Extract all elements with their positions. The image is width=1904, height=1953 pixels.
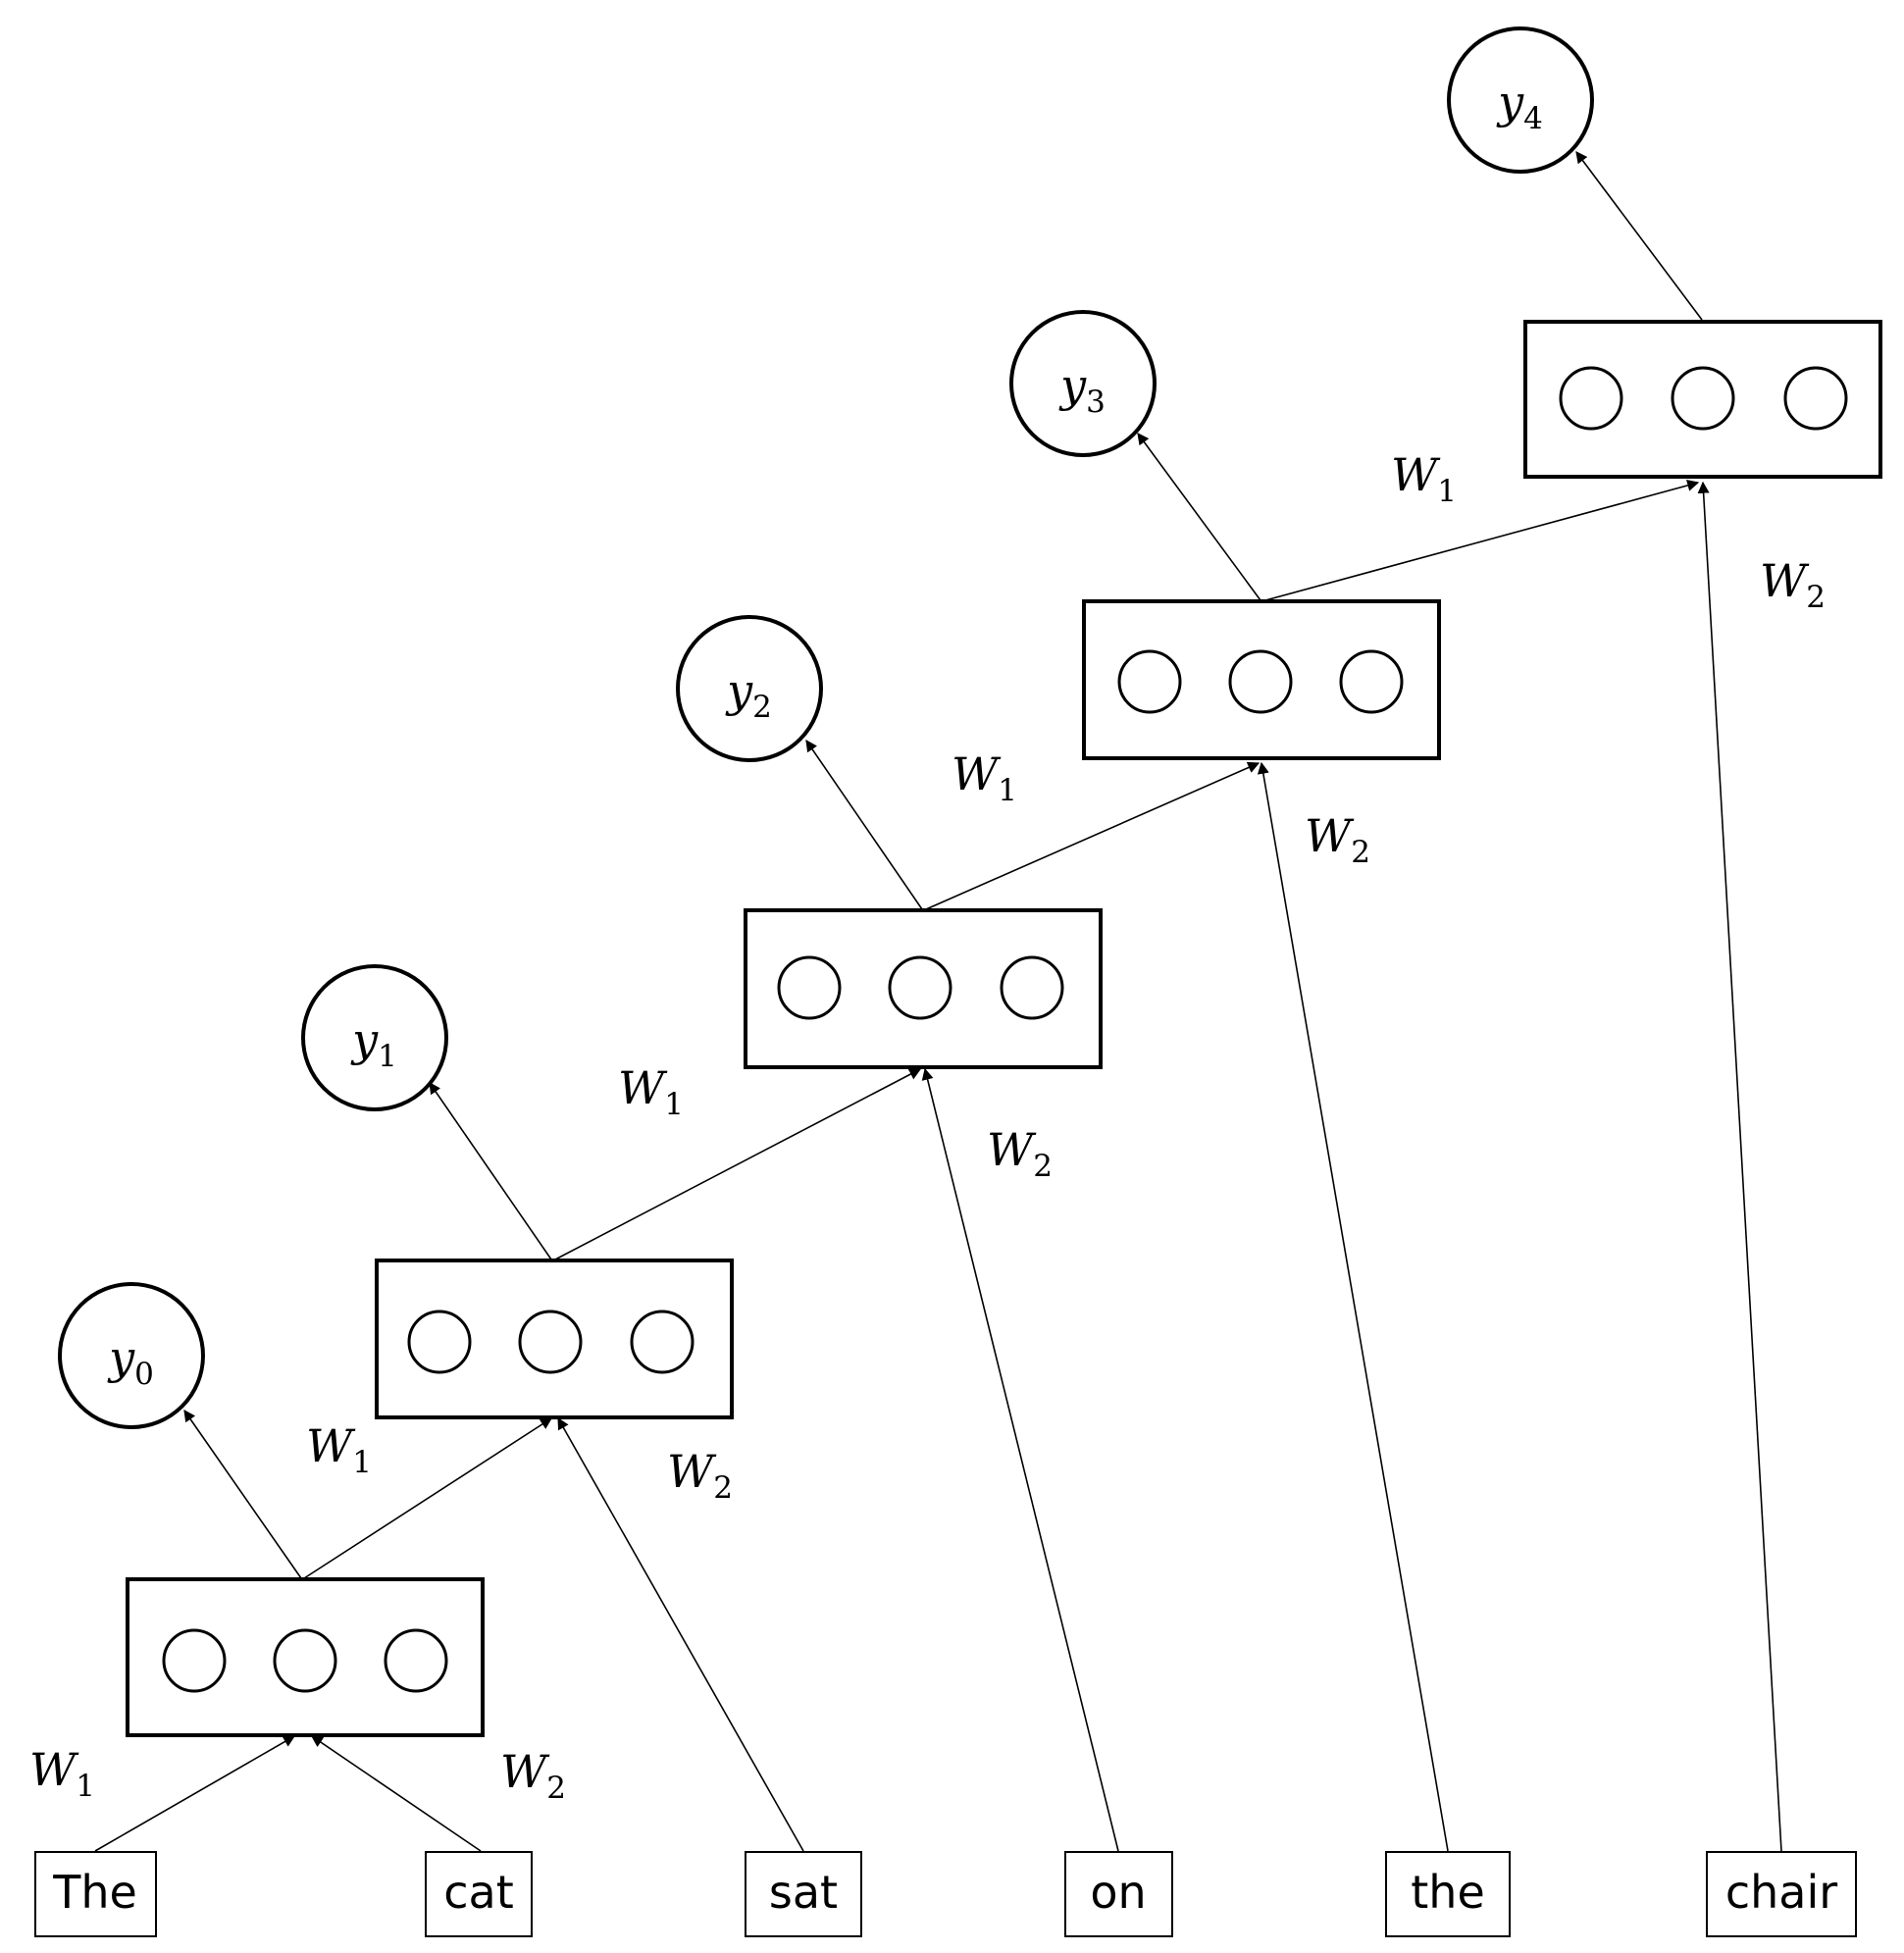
word-label: the bbox=[1411, 1866, 1485, 1919]
output-node-y3: y3 bbox=[1009, 310, 1157, 457]
word-label: cat bbox=[443, 1866, 514, 1919]
arrow-h3-to-y3 bbox=[1137, 433, 1261, 601]
weight-label-w2: W2 bbox=[1305, 809, 1370, 870]
weight-label-w1: W1 bbox=[29, 1743, 95, 1804]
arrow-the-to-h3 bbox=[1257, 761, 1449, 1852]
neuron bbox=[162, 1628, 227, 1693]
output-nodes: y0 y1 y2 y3 y4 bbox=[58, 26, 1594, 1429]
output-symbol: y bbox=[350, 1013, 379, 1066]
neuron bbox=[518, 1310, 583, 1374]
word-box-cat: cat bbox=[425, 1851, 533, 1937]
svg-text:y2: y2 bbox=[725, 664, 772, 725]
weight-labels: W1 W1 W1 W1 W1 W2 W2 W2 W2 W2 bbox=[29, 448, 1826, 1806]
hidden-state-0 bbox=[126, 1577, 485, 1737]
svg-text:y0: y0 bbox=[107, 1331, 154, 1392]
output-node-y4: y4 bbox=[1447, 26, 1594, 174]
word-box-the-2: the bbox=[1385, 1851, 1511, 1937]
weight-label-w1: W1 bbox=[1391, 448, 1457, 509]
arrow-h0-to-h1 bbox=[303, 1417, 553, 1579]
neuron bbox=[1117, 649, 1182, 714]
hidden-state-3 bbox=[1082, 599, 1441, 760]
hidden-state-2 bbox=[744, 908, 1103, 1069]
word-label: The bbox=[52, 1866, 137, 1919]
neuron bbox=[888, 955, 952, 1020]
output-node-y1: y1 bbox=[301, 964, 448, 1111]
hidden-states bbox=[126, 320, 1882, 1737]
output-index: 4 bbox=[1523, 101, 1543, 136]
arrow-h1-to-h2 bbox=[554, 1068, 922, 1260]
arrow-h2-to-y2 bbox=[805, 740, 923, 910]
neuron bbox=[630, 1310, 695, 1374]
edges bbox=[94, 151, 1782, 1852]
output-symbol: y bbox=[1058, 359, 1087, 412]
neuron bbox=[1000, 955, 1064, 1020]
weight-label-w2: W2 bbox=[667, 1445, 733, 1506]
hidden-state-4 bbox=[1523, 320, 1882, 479]
output-index: 3 bbox=[1086, 385, 1106, 420]
neuron bbox=[384, 1628, 448, 1693]
neuron bbox=[1339, 649, 1404, 714]
output-index: 0 bbox=[134, 1357, 154, 1392]
output-index: 2 bbox=[752, 690, 772, 725]
arrow-h0-to-y0 bbox=[183, 1410, 302, 1579]
svg-text:y4: y4 bbox=[1496, 76, 1543, 136]
neuron bbox=[1671, 366, 1735, 431]
weight-label-w1: W1 bbox=[618, 1061, 684, 1122]
neuron bbox=[407, 1310, 472, 1374]
hidden-state-1 bbox=[375, 1259, 734, 1419]
word-box-sat: sat bbox=[745, 1851, 862, 1937]
neuron bbox=[273, 1628, 337, 1693]
weight-label-w1: W1 bbox=[306, 1419, 372, 1480]
arrow-h2-to-h3 bbox=[925, 761, 1261, 910]
weight-label-w1: W1 bbox=[952, 747, 1017, 808]
neuron bbox=[1783, 366, 1848, 431]
word-box-chair: chair bbox=[1706, 1851, 1857, 1937]
word-label: on bbox=[1090, 1866, 1146, 1919]
arrow-h4-to-y4 bbox=[1575, 151, 1703, 321]
weight-label-w2: W2 bbox=[1760, 554, 1826, 615]
arrow-chair-to-h4 bbox=[1697, 481, 1782, 1852]
output-symbol: y bbox=[725, 664, 753, 717]
neuron bbox=[777, 955, 842, 1020]
weight-label-w2: W2 bbox=[987, 1123, 1053, 1184]
arrow-h1-to-y1 bbox=[429, 1082, 552, 1260]
svg-text:y3: y3 bbox=[1058, 359, 1106, 420]
neuron bbox=[1559, 366, 1623, 431]
neuron bbox=[1228, 649, 1293, 714]
input-words: The cat sat on the chair bbox=[34, 1851, 1857, 1937]
output-index: 1 bbox=[378, 1039, 397, 1074]
word-box-the-1: The bbox=[34, 1851, 157, 1937]
word-box-on: on bbox=[1064, 1851, 1173, 1937]
output-node-y2: y2 bbox=[676, 615, 823, 762]
word-label: sat bbox=[769, 1866, 838, 1919]
svg-text:y1: y1 bbox=[350, 1013, 397, 1074]
weight-label-w2: W2 bbox=[500, 1745, 566, 1806]
arrow-h3-to-h4 bbox=[1264, 480, 1700, 601]
arrow-on-to-h2 bbox=[921, 1067, 1119, 1852]
output-node-y0: y0 bbox=[58, 1282, 205, 1429]
arrow-sat-to-h1 bbox=[557, 1416, 804, 1852]
arrow-the-to-h0 bbox=[94, 1735, 296, 1852]
arrow-cat-to-h0 bbox=[311, 1735, 482, 1852]
output-symbol: y bbox=[107, 1331, 135, 1384]
word-label: chair bbox=[1725, 1866, 1837, 1919]
output-symbol: y bbox=[1496, 76, 1524, 128]
